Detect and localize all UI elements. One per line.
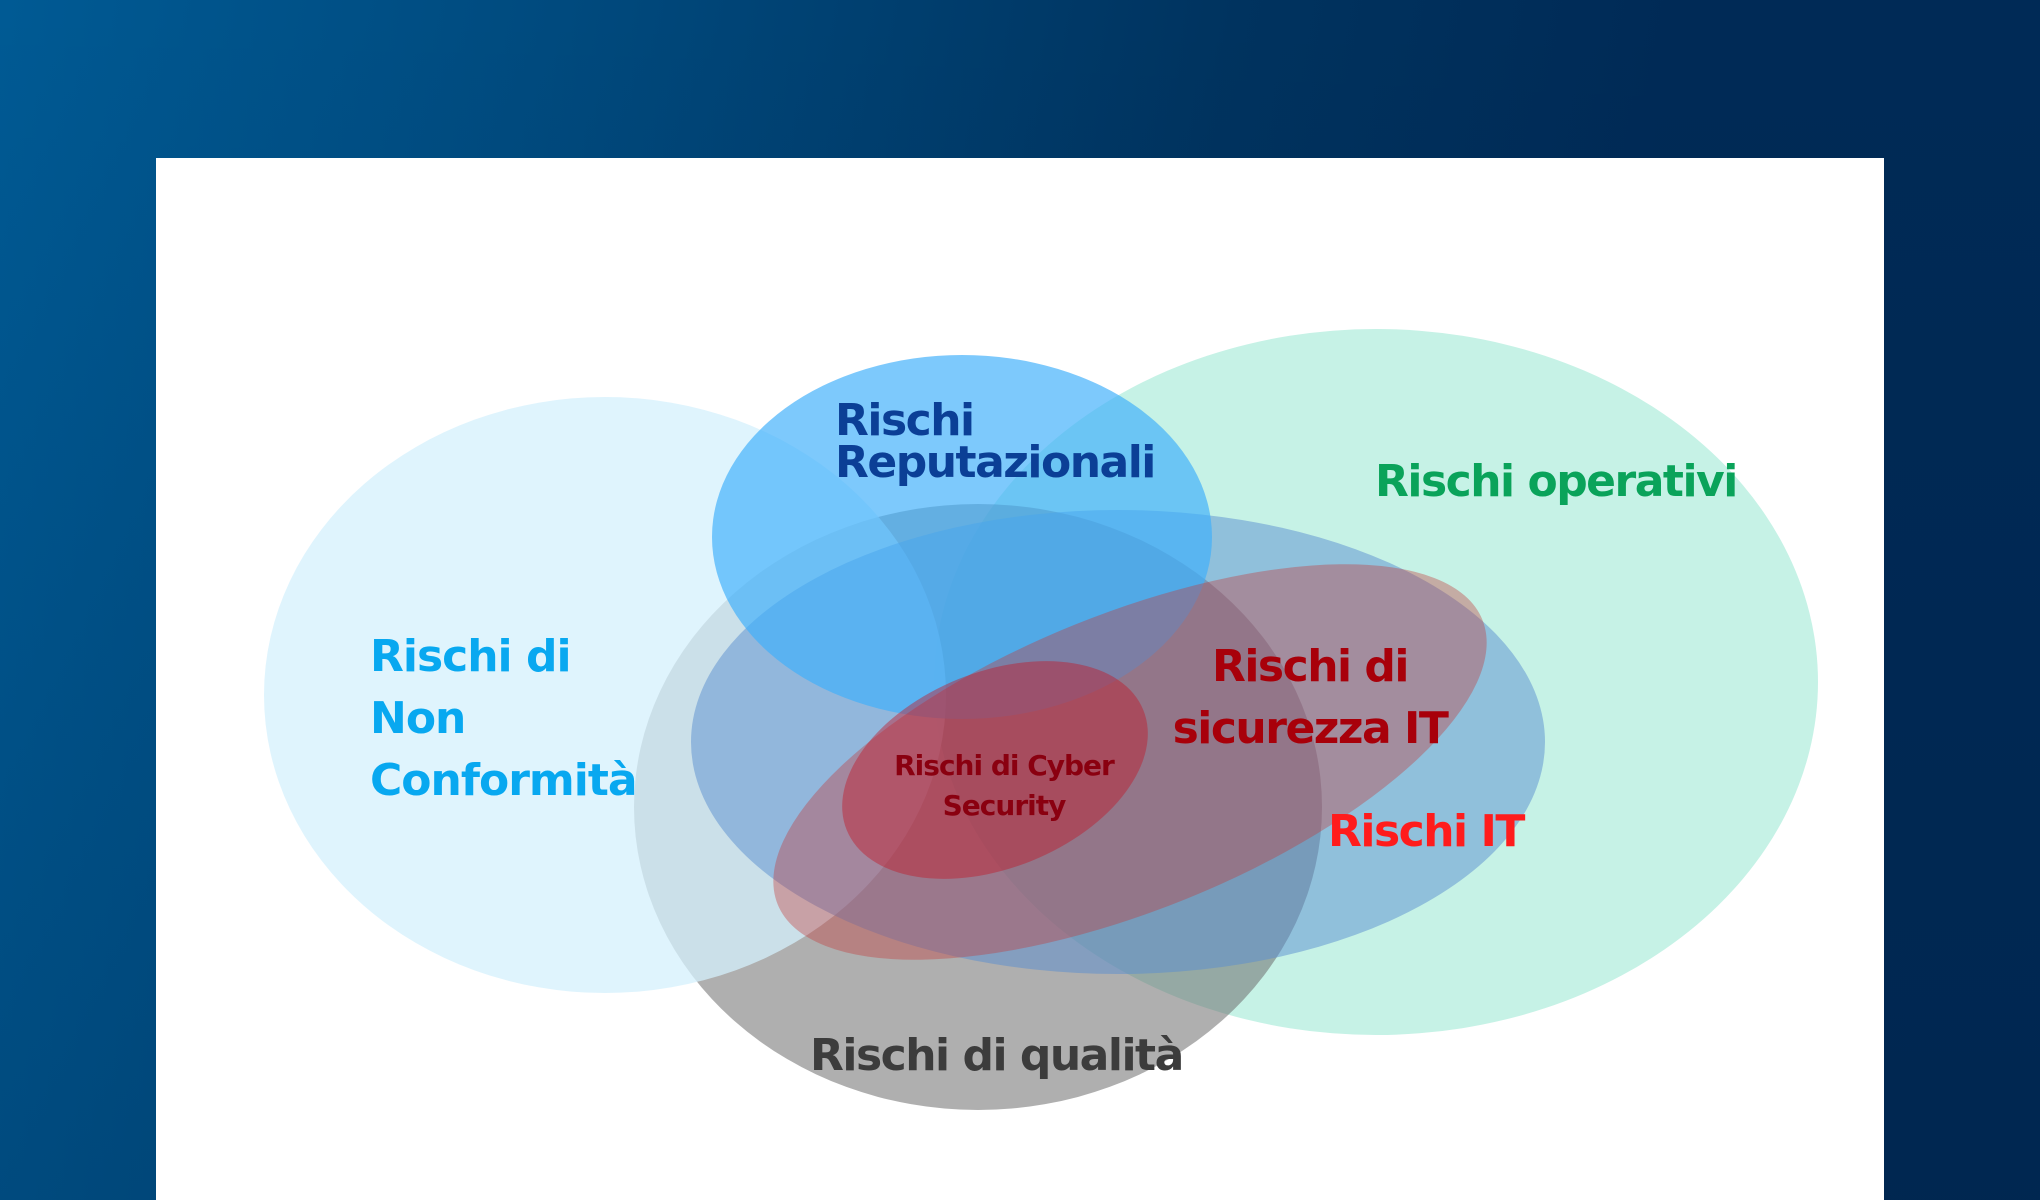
ellipse-rischi-sicurezza-it: [773, 564, 1487, 960]
label-rischi-non-conformita: Rischi di Non Conformità: [370, 626, 638, 812]
label-line: Non: [370, 693, 466, 744]
label-line: sicurezza IT: [1172, 703, 1449, 754]
label-rischi-qualita: Rischi di qualità: [810, 1030, 1184, 1081]
label-rischi-reputazionali: Rischi Reputazionali: [835, 395, 1156, 488]
label-rischi-cyber-security: Rischi di Cyber Security: [884, 746, 1124, 826]
label-line: Conformità: [370, 755, 638, 806]
label-line: Rischi di: [370, 631, 572, 682]
label-line: Reputazionali: [835, 437, 1156, 488]
ellipse-rischi-reputazionali: [712, 355, 1212, 719]
label-line: Rischi di Cyber: [894, 749, 1115, 782]
label-line: Rischi operativi: [1375, 456, 1738, 507]
label-rischi-it: Rischi IT: [1328, 806, 1525, 857]
label-line: Rischi di: [1211, 641, 1410, 692]
label-line: Security: [942, 789, 1067, 822]
ellipse-rischi-cyber-security: [842, 661, 1148, 879]
label-line: Rischi: [835, 395, 975, 446]
label-rischi-sicurezza-it: Rischi di sicurezza IT: [1160, 636, 1460, 760]
label-rischi-operativi: Rischi operativi: [1375, 456, 1738, 507]
label-line: Rischi di qualità: [810, 1030, 1184, 1081]
label-line: Rischi IT: [1328, 806, 1525, 857]
